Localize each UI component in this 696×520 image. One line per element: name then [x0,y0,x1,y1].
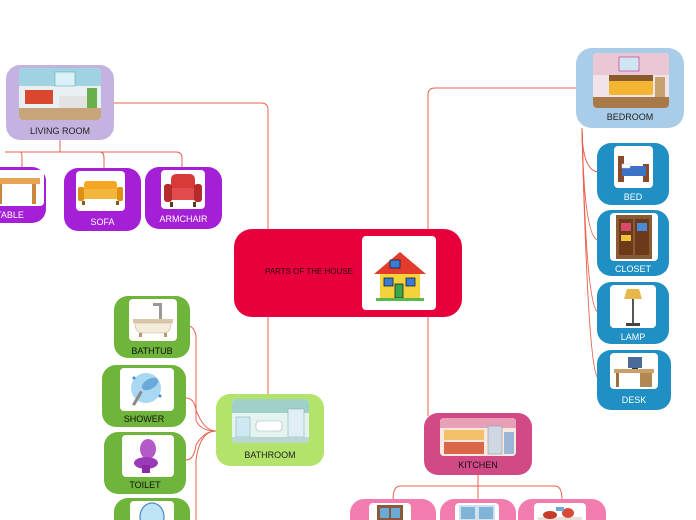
living-room-label: LIVING ROOM [29,126,90,136]
kitchen-label: KITCHEN [458,460,498,470]
bedroom-label: BEDROOM [606,112,654,122]
fridge-icon [369,503,411,520]
bathroom-label: BATHROOM [244,450,296,460]
shower-label: SHOWER [123,414,165,424]
kitchen-picture [440,418,516,456]
bedroom-item-bed[interactable]: BED [597,143,669,205]
desk-icon [610,353,658,389]
kitchen-item-cupboard[interactable] [440,499,516,520]
living-item-armchair[interactable]: ARMCHAIR [145,167,222,229]
toilet-icon [122,435,174,477]
bathroom-item-toilet[interactable]: TOILET [104,432,186,494]
bathroom-item-mirror[interactable] [114,498,190,520]
stove-icon [534,503,586,520]
central-label: PARTS OF THE HOUSE [264,267,353,276]
closet-label: CLOSET [614,264,651,274]
bathtub-label: BATHTUB [131,346,173,356]
central-node[interactable]: PARTS OF THE HOUSE [234,229,462,317]
bedroom-item-closet[interactable]: CLOSET [597,210,669,276]
bed-label: BED [623,192,643,202]
sofa-label: SOFA [90,217,115,227]
shower-icon [120,368,174,411]
lamp-icon [610,285,656,328]
sofa-icon [76,171,125,211]
living-room-picture [19,68,101,120]
armchair-label: ARMCHAIR [159,214,208,224]
living-item-sofa[interactable]: SOFA [64,168,141,231]
toilet-label: TOILET [129,480,161,490]
bedroom-item-desk[interactable]: DESK [597,350,671,410]
bedroom-node[interactable]: BEDROOM [576,48,684,128]
bathroom-picture [232,399,309,443]
bathroom-item-bathtub[interactable]: BATHTUB [114,296,190,358]
bedroom-item-lamp[interactable]: LAMP [597,282,669,344]
table-label: TABLE [0,210,24,220]
mirror-icon [130,501,174,520]
kitchen-node[interactable]: KITCHEN [424,413,532,475]
house-icon [362,236,436,310]
armchair-icon [161,170,205,209]
living-room-node[interactable]: LIVING ROOM [6,65,114,140]
living-item-table[interactable]: TABLE [0,167,46,223]
kitchen-item-fridge[interactable] [350,499,436,520]
bathtub-icon [129,299,177,341]
lamp-label: LAMP [620,332,646,342]
bedroom-picture [593,53,669,108]
table-icon [0,170,44,206]
cupboard-icon [455,503,499,520]
bathroom-item-shower[interactable]: SHOWER [102,365,186,427]
closet-icon [610,213,658,261]
bed-icon [614,146,653,188]
kitchen-item-stove[interactable] [518,499,606,520]
desk-label: DESK [621,395,647,405]
bathroom-node[interactable]: BATHROOM [216,394,324,466]
